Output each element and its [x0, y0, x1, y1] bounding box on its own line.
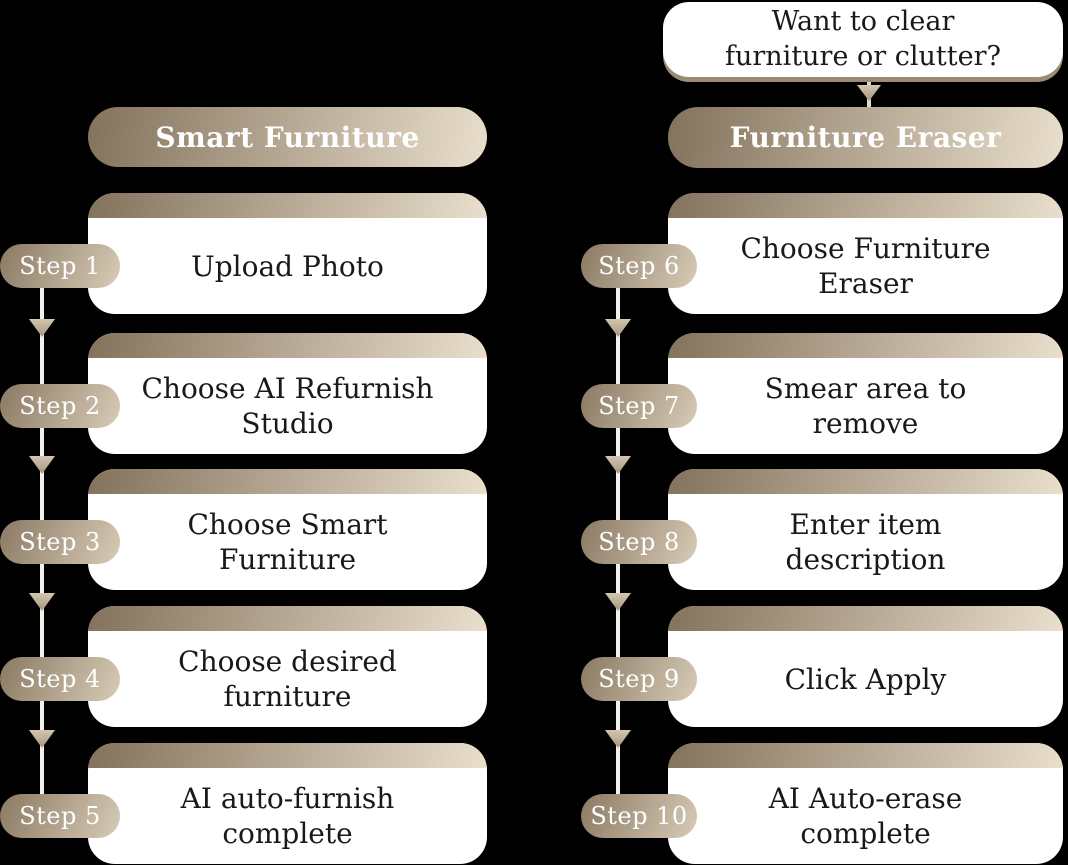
step-card-smear-area-to-remove: Smear area to remove	[668, 333, 1063, 454]
step-card-text: Smear area to remove	[764, 372, 967, 440]
card-accent-bar	[88, 606, 487, 631]
card-accent-bar	[88, 333, 487, 358]
column-header-smart-furniture: Smart Furniture	[88, 107, 487, 167]
card-accent-bar	[88, 193, 487, 218]
step-card-click-apply: Click Apply	[668, 606, 1063, 727]
step-card-choose-ai-refurnish-studio: Choose AI Refurnish Studio	[88, 333, 487, 454]
question-bubble: Want to clear furniture or clutter?	[663, 2, 1063, 77]
step-card-upload-photo: Upload Photo	[88, 193, 487, 314]
step-card-text: Choose Furniture Eraser	[740, 232, 991, 300]
step-card-text: Choose AI Refurnish Studio	[141, 372, 434, 440]
step-pill-6: Step 6	[581, 244, 697, 288]
step-card-choose-smart-furniture: Choose Smart Furniture	[88, 469, 487, 590]
arrow-down-icon	[605, 730, 631, 748]
step-card-text: AI auto-furnish complete	[180, 782, 395, 850]
step-card-ai-auto-erase-complete: AI Auto-erase complete	[668, 743, 1063, 864]
step-pill-4: Step 4	[0, 657, 120, 701]
step-card-text: Click Apply	[784, 662, 947, 696]
arrow-down-icon	[29, 593, 55, 611]
arrow-down-icon	[605, 593, 631, 611]
arrow-down-icon	[29, 730, 55, 748]
card-accent-bar	[88, 469, 487, 494]
step-card-text: Choose desired furniture	[178, 645, 397, 713]
card-accent-bar	[668, 606, 1063, 631]
step-card-ai-auto-furnish-complete: AI auto-furnish complete	[88, 743, 487, 864]
step-pill-5: Step 5	[0, 794, 120, 838]
arrow-down-icon	[29, 319, 55, 337]
step-card-enter-item-description: Enter item description	[668, 469, 1063, 590]
step-card-text: Choose Smart Furniture	[187, 508, 388, 576]
card-accent-bar	[88, 743, 487, 768]
card-accent-bar	[668, 469, 1063, 494]
step-card-text: Upload Photo	[191, 249, 384, 283]
step-pill-10: Step 10	[581, 794, 697, 838]
card-accent-bar	[668, 743, 1063, 768]
arrow-down-icon	[29, 456, 55, 474]
bubble-arrowhead-icon	[857, 85, 881, 101]
step-card-text: Enter item description	[785, 508, 946, 576]
arrow-down-icon	[605, 319, 631, 337]
step-pill-9: Step 9	[581, 657, 697, 701]
step-pill-8: Step 8	[581, 520, 697, 564]
step-pill-3: Step 3	[0, 520, 120, 564]
column-header-furniture-eraser: Furniture Eraser	[668, 107, 1063, 168]
arrow-down-icon	[605, 456, 631, 474]
card-accent-bar	[668, 193, 1063, 218]
step-pill-7: Step 7	[581, 384, 697, 428]
card-accent-bar	[668, 333, 1063, 358]
step-card-text: AI Auto-erase complete	[768, 782, 963, 850]
step-pill-1: Step 1	[0, 244, 120, 288]
step-card-choose-desired-furniture: Choose desired furniture	[88, 606, 487, 727]
step-pill-2: Step 2	[0, 384, 120, 428]
step-card-choose-furniture-eraser: Choose Furniture Eraser	[668, 193, 1063, 314]
